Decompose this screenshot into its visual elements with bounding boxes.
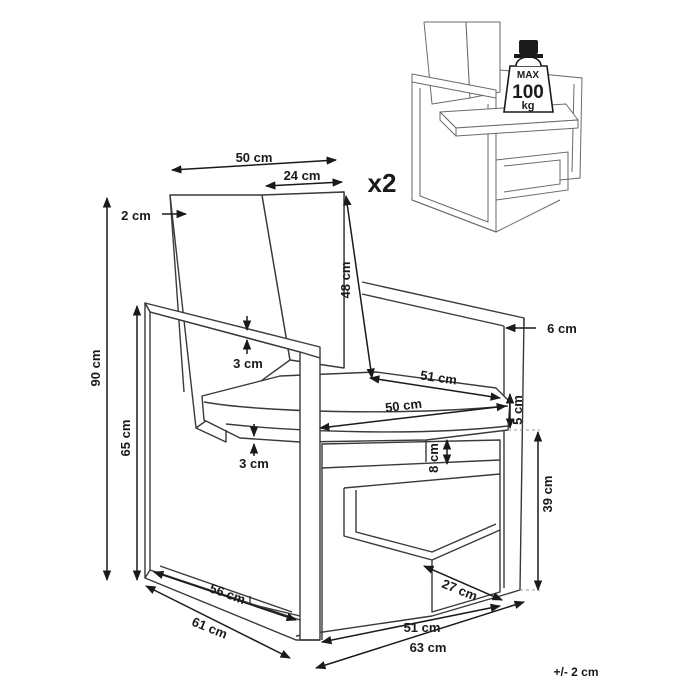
reference-chair-illustration: MAX 100 kg <box>411 21 583 233</box>
label-seat-frame: 8 cm <box>426 443 441 473</box>
label-inner-side-depth: 56 cm <box>208 580 248 607</box>
label-armrest-thickness: 6 cm <box>547 321 577 336</box>
label-rear-inset: 27 cm <box>440 576 480 604</box>
label-armrest-height: 65 cm <box>118 420 133 457</box>
weight-value: 100 <box>512 82 544 103</box>
label-backrest-edge: 2 cm <box>121 208 151 223</box>
tolerance-note: +/- 2 cm <box>553 665 598 679</box>
label-backrest-width: 50 cm <box>236 150 273 165</box>
dimension-lines <box>102 156 543 670</box>
weight-unit: kg <box>522 100 535 112</box>
main-chair-illustration <box>144 191 540 641</box>
label-cushion-thickness: 5 cm <box>510 395 525 425</box>
label-backrest-panel-width: 24 cm <box>284 168 321 183</box>
label-total-width: 63 cm <box>410 640 447 655</box>
label-cushion-width: 50 cm <box>384 396 422 415</box>
label-seat-depth: 51 cm <box>419 368 458 388</box>
label-total-height: 90 cm <box>88 350 103 387</box>
dimension-labels: 50 cm 24 cm 2 cm 48 cm 90 cm 65 cm 6 cm … <box>88 150 577 655</box>
weight-icon: MAX 100 kg <box>503 40 554 113</box>
quantity-multiplier: x2 <box>368 168 397 198</box>
label-backrest-height: 48 cm <box>338 262 353 299</box>
label-armrest-gap: 3 cm <box>233 356 263 371</box>
label-inner-width: 51 cm <box>404 620 441 635</box>
label-seat-height: 39 cm <box>540 476 555 513</box>
label-seat-gap: 3 cm <box>239 456 269 471</box>
weight-max-label: MAX <box>517 70 540 81</box>
